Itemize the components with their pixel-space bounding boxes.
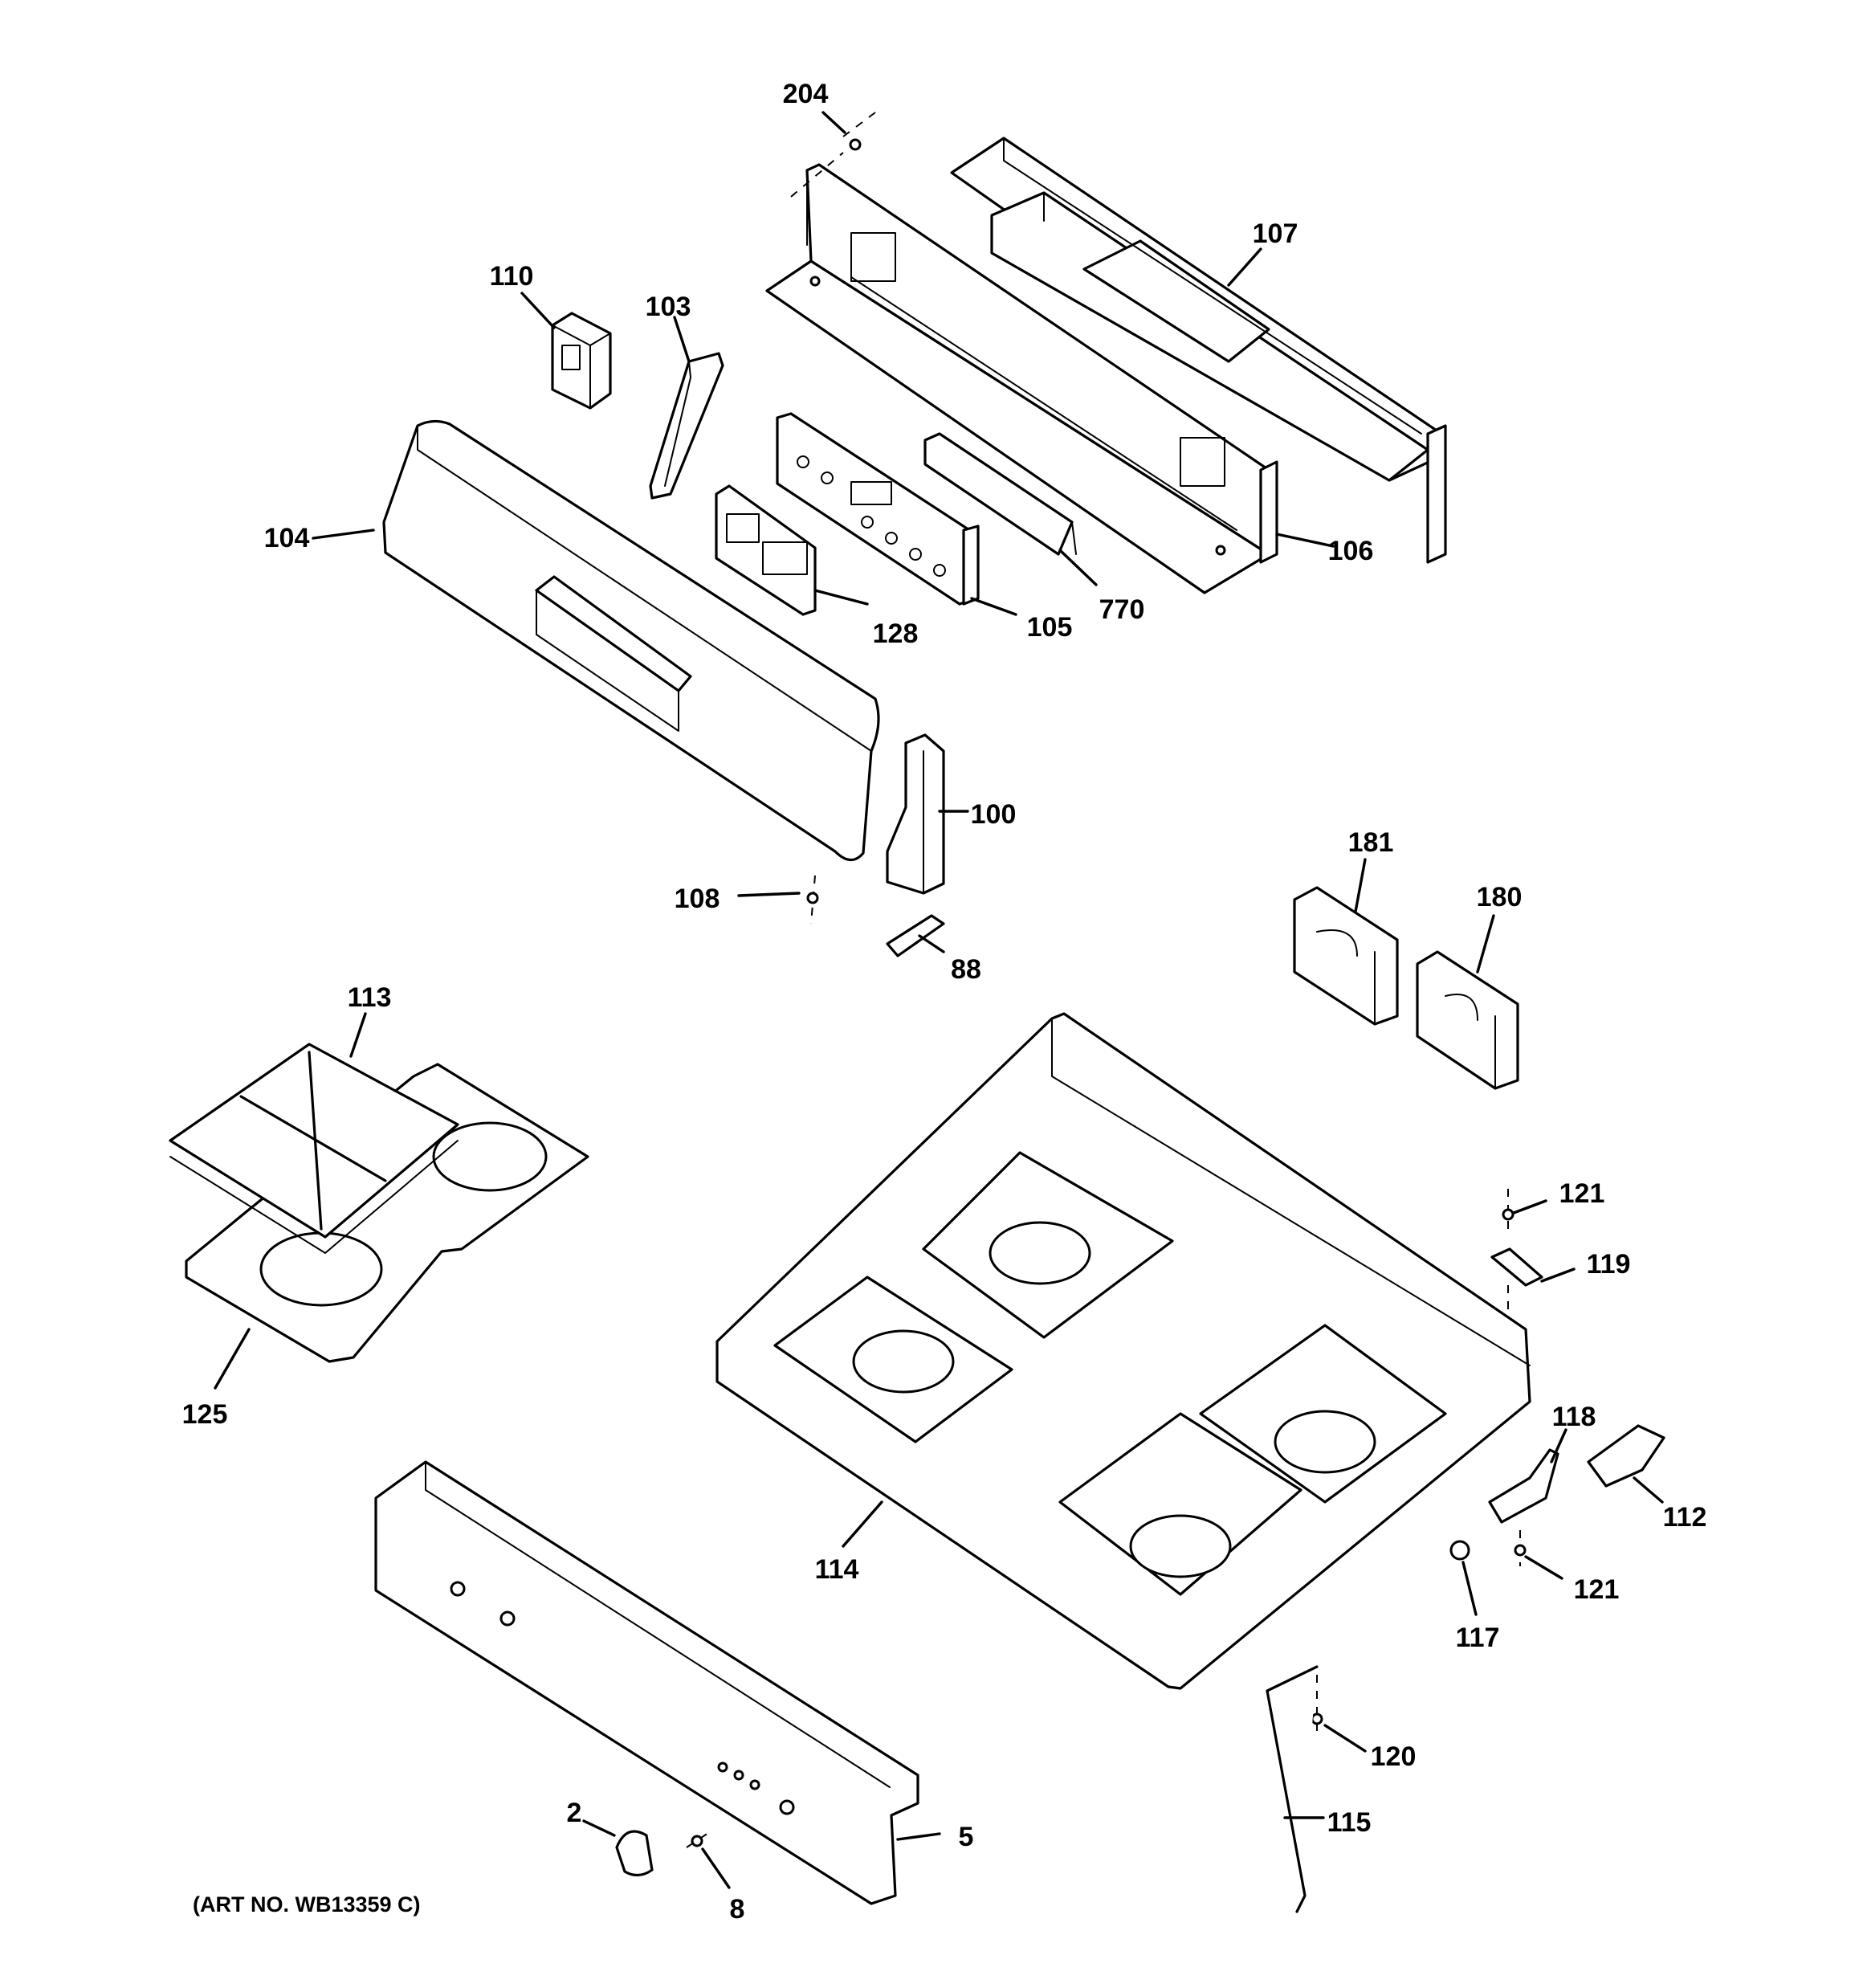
part-2-knob [615, 1830, 654, 1877]
callout-108: 108 [675, 884, 720, 914]
callout-118: 118 [1552, 1402, 1596, 1432]
callout-204: 204 [783, 79, 829, 109]
part-8-screw [686, 1831, 711, 1848]
part-770-trim [923, 432, 1077, 556]
part-121-screw-upper [1502, 1189, 1514, 1237]
part-112-knob [1587, 1424, 1665, 1488]
callout-117: 117 [1456, 1623, 1500, 1653]
part-100-end-cap [886, 733, 945, 895]
callout-106: 106 [1328, 536, 1374, 566]
callout-121-upper: 121 [1559, 1178, 1605, 1209]
part-103-bracket [649, 352, 724, 500]
callout-112: 112 [1663, 1502, 1707, 1533]
part-88-clip [886, 914, 945, 957]
callout-115: 115 [1327, 1807, 1372, 1838]
part-104-control-panel [382, 419, 880, 862]
callout-103: 103 [646, 292, 691, 322]
callout-113: 113 [348, 982, 392, 1013]
part-105-control-board [776, 412, 980, 606]
part-117-grommet [1449, 1540, 1470, 1561]
callout-2: 2 [567, 1798, 582, 1828]
callout-107: 107 [1253, 218, 1298, 249]
callout-180: 180 [1477, 882, 1523, 912]
callout-105: 105 [1027, 612, 1073, 643]
callout-88: 88 [951, 954, 981, 985]
callout-8: 8 [730, 1894, 745, 1925]
part-114-cooktop [715, 1012, 1531, 1690]
callout-110: 110 [490, 261, 534, 292]
part-181-bracket [1293, 886, 1399, 1026]
part-180-bracket [1416, 950, 1519, 1090]
part-107-rear-cover [950, 137, 1447, 564]
callout-181: 181 [1348, 827, 1394, 858]
part-113-grate [169, 1043, 459, 1254]
callout-128: 128 [873, 618, 919, 649]
part-121-screw-lower [1514, 1530, 1527, 1566]
part-108-screw [806, 875, 819, 925]
callout-121-lower: 121 [1574, 1574, 1620, 1605]
part-110-switch [551, 312, 612, 410]
callout-5: 5 [959, 1822, 974, 1852]
callout-120: 120 [1371, 1741, 1417, 1772]
callout-114: 114 [815, 1554, 859, 1585]
part-106-backsplash-frame [765, 163, 1278, 594]
part-128-overlay [715, 484, 817, 616]
callout-100: 100 [971, 799, 1017, 830]
art-number: (ART NO. WB13359 C) [193, 1892, 421, 1917]
callout-125: 125 [182, 1399, 228, 1430]
callout-labels: 204 107 110 103 104 106 128 105 770 100 … [182, 79, 1707, 1925]
part-118-hinge [1488, 1448, 1559, 1524]
part-5-manifold-panel [374, 1460, 919, 1905]
part-115-support-rod [1266, 1665, 1319, 1913]
part-125-drip-pan [185, 1063, 589, 1363]
callout-770: 770 [1099, 594, 1145, 625]
leader-lines [214, 111, 1664, 1889]
part-119-hinge [1490, 1247, 1543, 1317]
part-204-screw [790, 112, 876, 198]
callout-104: 104 [264, 523, 310, 553]
callout-119: 119 [1587, 1249, 1631, 1280]
